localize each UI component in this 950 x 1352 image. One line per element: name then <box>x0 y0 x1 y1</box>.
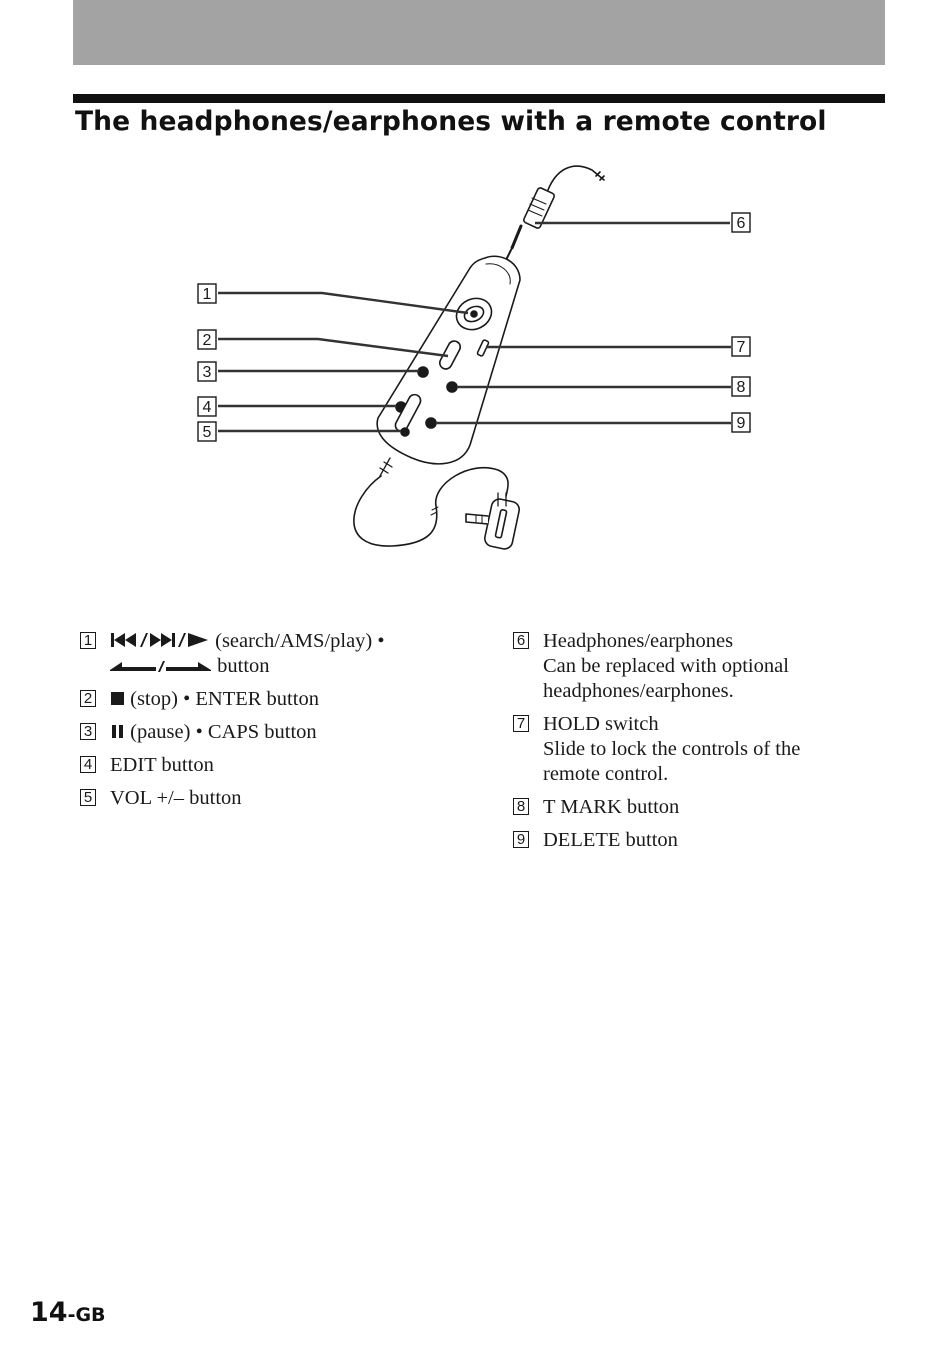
item-text: EDIT button <box>110 754 214 776</box>
item-text: VOL +/– button <box>110 787 242 809</box>
stop-icon <box>111 692 124 705</box>
item-description: Slide to lock the controls of the <box>543 738 801 760</box>
leader-line-1 <box>218 291 469 315</box>
item-text: T MARK button <box>543 796 680 818</box>
jog-direction-icon <box>110 661 211 672</box>
item-number: 4 <box>80 756 96 773</box>
headphone-cable <box>547 165 605 191</box>
svg-text:2: 2 <box>203 332 212 349</box>
page-number: 14-GB <box>30 1297 106 1328</box>
item-number: 9 <box>513 831 529 848</box>
item-text: (pause) • CAPS button <box>130 721 317 743</box>
tmark-button-dot <box>446 381 458 393</box>
list-item: 6 Headphones/earphones Can be replaced w… <box>513 629 913 704</box>
remote-connector <box>484 498 520 550</box>
callout-3: 3 <box>197 361 217 382</box>
item-number: 2 <box>80 690 96 707</box>
svg-text:1: 1 <box>203 286 212 303</box>
parts-list-right: 6 Headphones/earphones Can be replaced w… <box>513 629 913 861</box>
svg-text:9: 9 <box>737 415 746 432</box>
list-item: 8 T MARK button <box>513 795 913 820</box>
list-item: 9 DELETE button <box>513 828 913 853</box>
pause-button-dot <box>417 366 429 378</box>
svg-text:8: 8 <box>737 379 746 396</box>
hold-switch <box>476 339 490 357</box>
item-title: Headphones/earphones <box>543 630 734 652</box>
svg-text:5: 5 <box>203 424 212 441</box>
item-description: headphones/earphones. <box>543 680 734 702</box>
svg-text:4: 4 <box>203 399 212 416</box>
delete-button-dot <box>425 417 437 429</box>
prev-next-play-icon <box>111 633 208 647</box>
item-number: 1 <box>80 632 96 649</box>
remote-cable <box>353 466 509 547</box>
callout-5: 5 <box>197 421 217 442</box>
item-number: 6 <box>513 632 529 649</box>
callout-7: 7 <box>731 336 751 357</box>
item-text: button <box>217 655 270 677</box>
title-rule <box>73 94 885 103</box>
svg-text:3: 3 <box>203 364 212 381</box>
header-band <box>73 0 885 65</box>
item-description: Can be replaced with optional <box>543 655 789 677</box>
svg-text:7: 7 <box>737 339 746 356</box>
callout-9: 9 <box>731 412 751 433</box>
callout-4: 4 <box>197 396 217 417</box>
list-item: 5 VOL +/– button <box>80 786 480 811</box>
item-number: 5 <box>80 789 96 806</box>
list-item: 1 (search/AMS/play) • <box>80 629 480 679</box>
callout-6: 6 <box>731 212 751 233</box>
section-title: The headphones/earphones with a remote c… <box>75 106 827 137</box>
remote-control-illustration: 1 2 3 4 5 6 7 8 <box>197 165 751 550</box>
callout-2: 2 <box>197 329 217 350</box>
list-item: 4 EDIT button <box>80 753 480 778</box>
leader-line-2 <box>218 337 449 358</box>
pause-icon <box>112 725 123 738</box>
parts-list-left: 1 (search/AMS/play) • <box>80 629 480 819</box>
svg-text:6: 6 <box>737 215 746 232</box>
item-text: DELETE button <box>543 829 678 851</box>
item-title: HOLD switch <box>543 713 659 735</box>
item-number: 8 <box>513 798 529 815</box>
list-item: 2 (stop) • ENTER button <box>80 687 480 712</box>
item-number: 3 <box>80 723 96 740</box>
callout-8: 8 <box>731 376 751 397</box>
list-item: 3 (pause) • CAPS button <box>80 720 480 745</box>
item-description: remote control. <box>543 763 669 785</box>
item-text: (search/AMS/play) • <box>215 630 385 652</box>
item-text: (stop) • ENTER button <box>130 688 319 710</box>
item-number: 7 <box>513 715 529 732</box>
callout-1: 1 <box>197 283 217 304</box>
stop-button-slot <box>438 340 462 370</box>
list-item: 7 HOLD switch Slide to lock the controls… <box>513 712 913 787</box>
